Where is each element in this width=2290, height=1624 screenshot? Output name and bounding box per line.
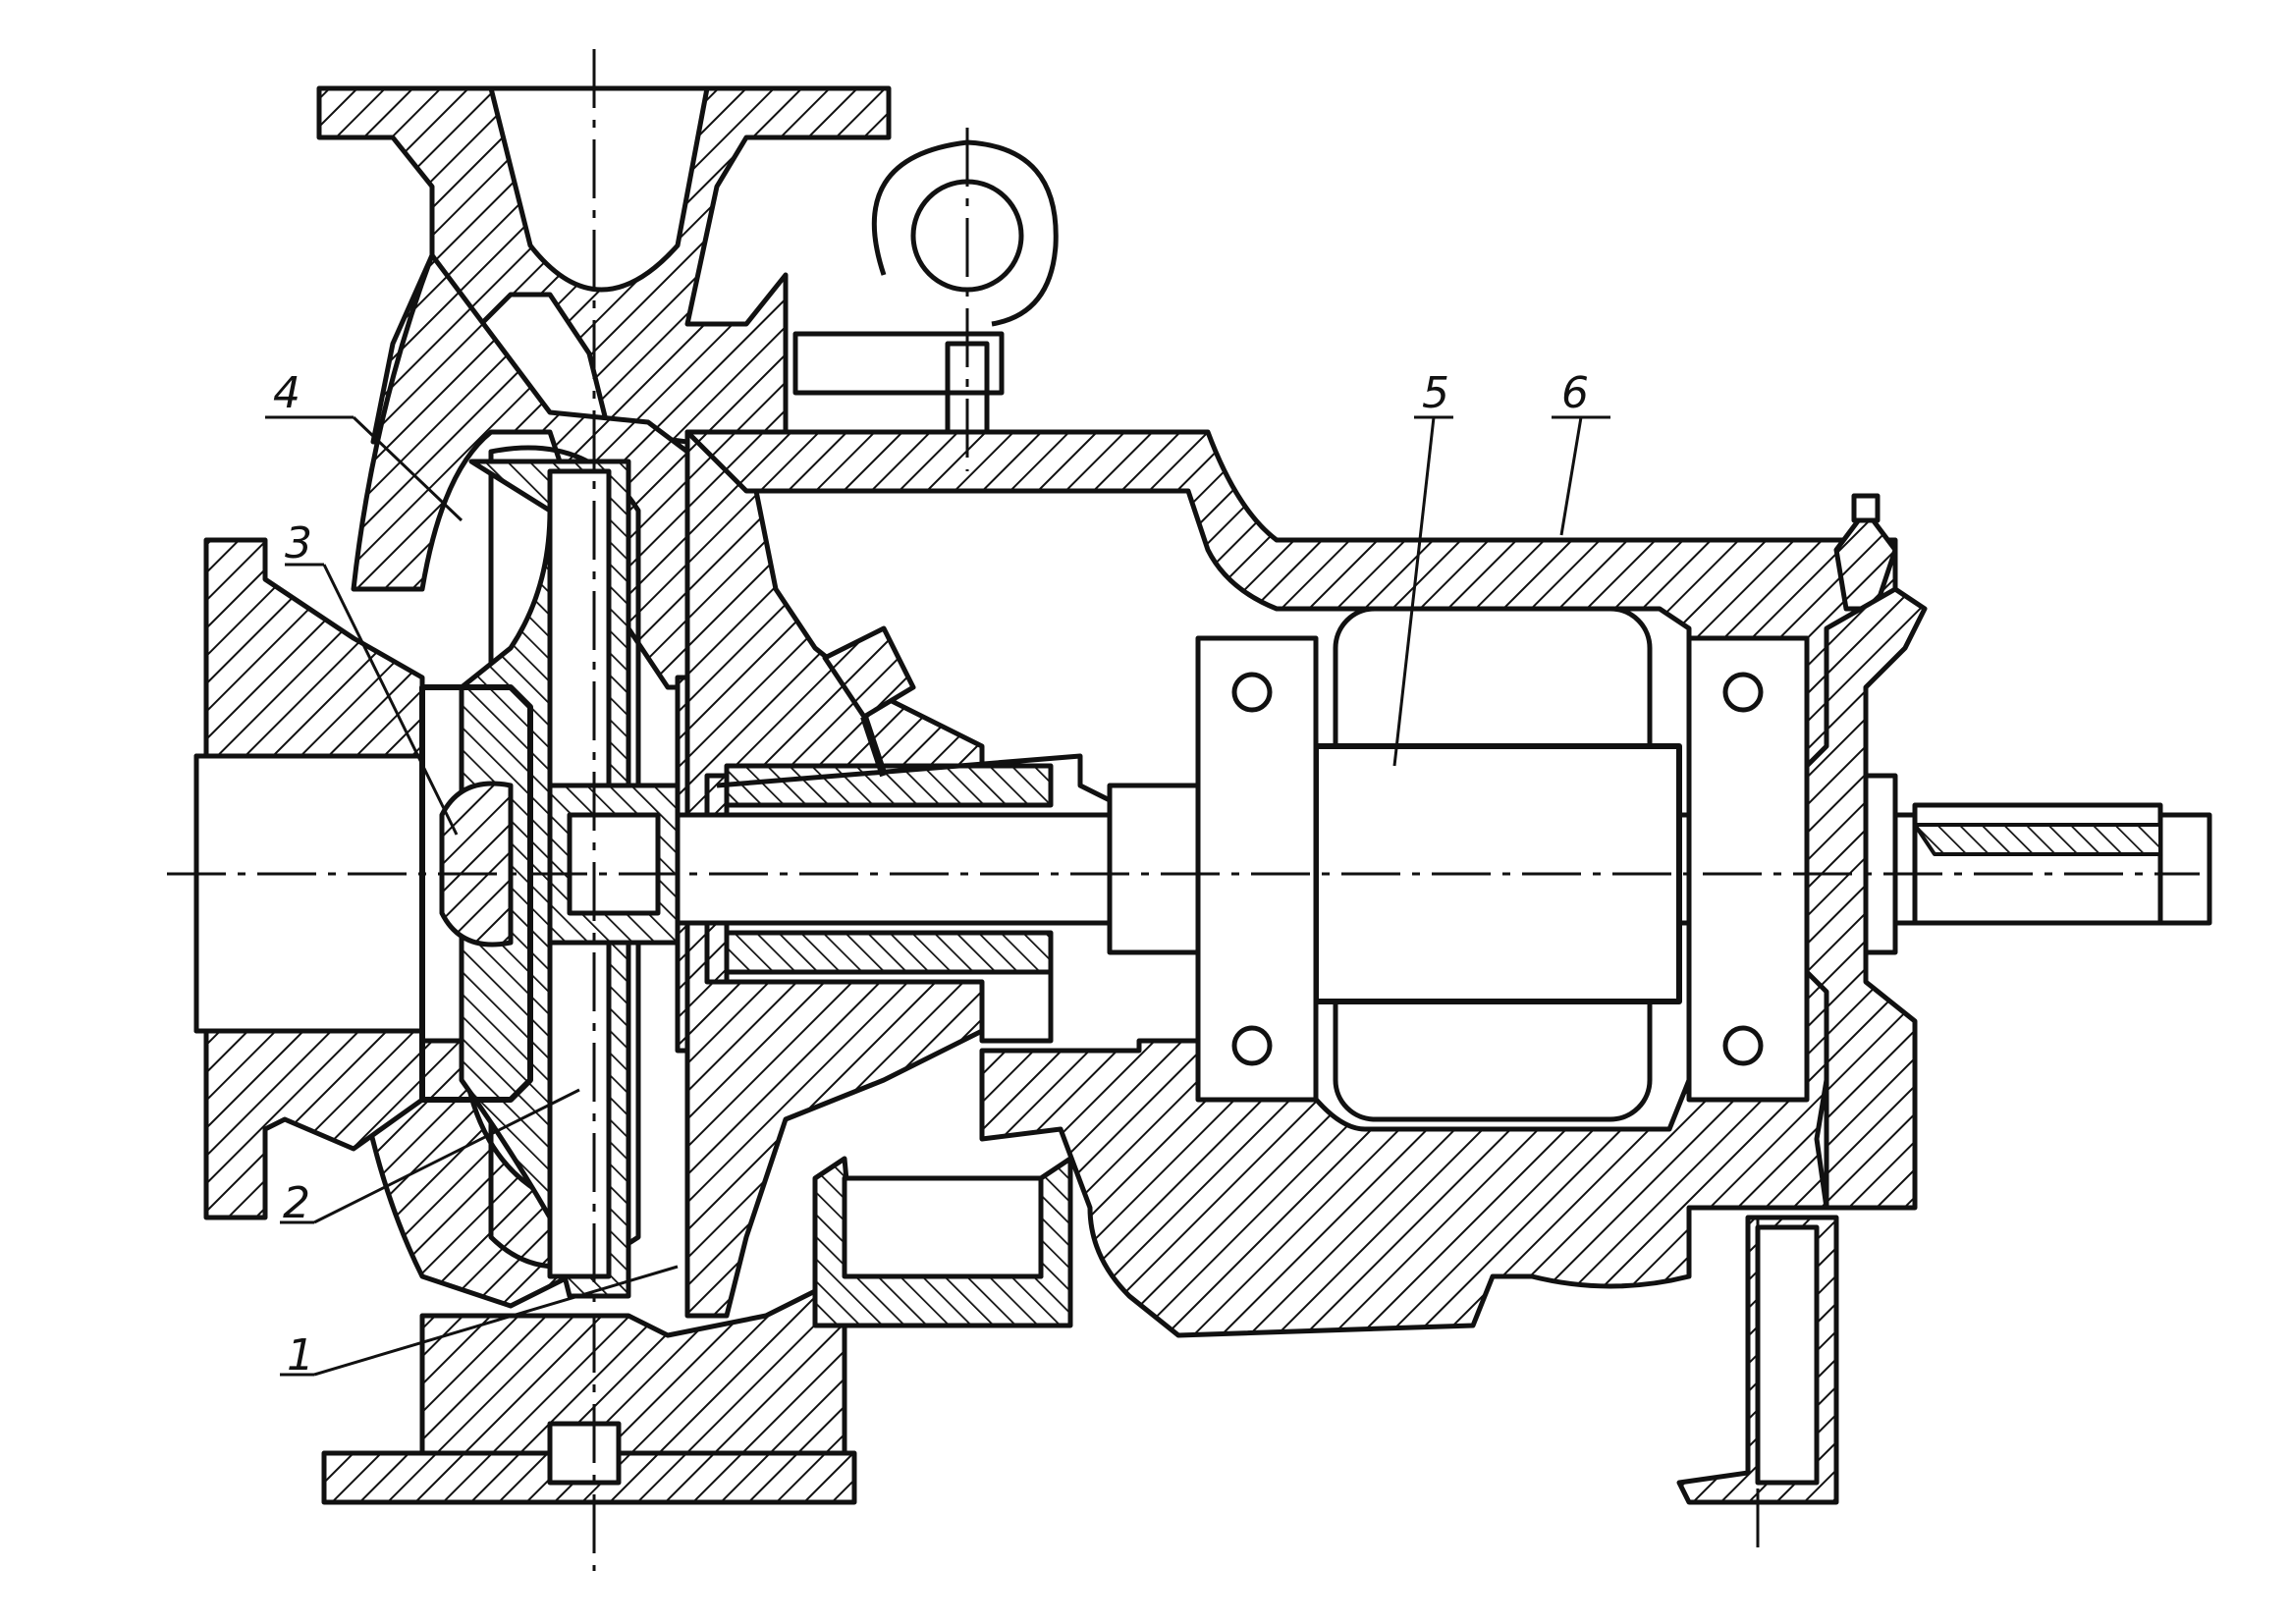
callout-1: 1: [287, 1330, 314, 1380]
lower-bracket: [812, 1156, 1073, 1328]
discharge-flange: [316, 85, 892, 445]
gland-bolt: [822, 625, 916, 778]
seal-ring-3: [419, 684, 533, 1103]
stuffing-box: [716, 753, 1121, 1044]
callouts: 4 3 2 1 5 6: [273, 368, 1589, 1380]
casing-cover: [684, 429, 985, 1319]
lifting-eye: [792, 139, 1059, 464]
shaft: [675, 802, 2212, 926]
center-lines: [167, 49, 2200, 1571]
callout-2: 2: [283, 1178, 310, 1228]
callout-5: 5: [1422, 368, 1449, 418]
suction-flange: [193, 537, 425, 1220]
callout-3: 3: [285, 518, 312, 568]
support-foot-left: [321, 1273, 857, 1505]
leader-lines: [265, 415, 1610, 1377]
oil-cup: [1833, 493, 1898, 612]
end-cover: [1804, 586, 1928, 1211]
callout-6: 6: [1561, 368, 1589, 418]
callout-4: 4: [273, 368, 300, 418]
